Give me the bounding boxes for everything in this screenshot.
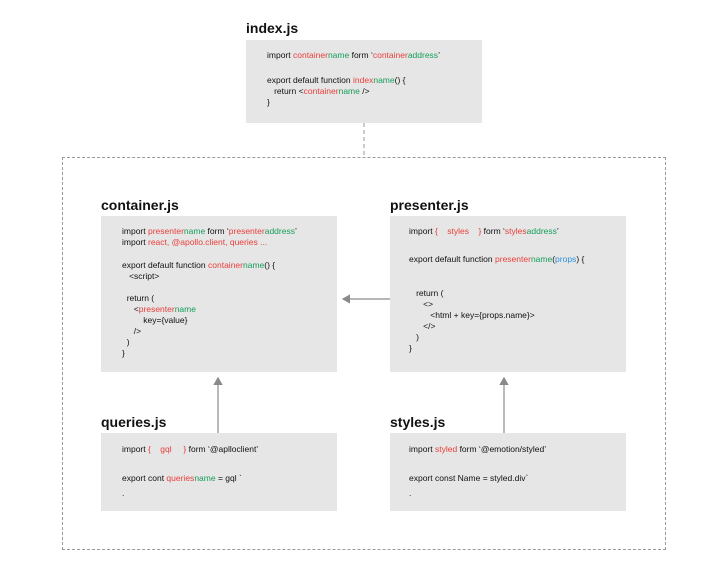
- queries-code-line-2: export cont queriesname = gql `: [122, 473, 242, 483]
- presenter-code-line-2: export default function presentername(pr…: [409, 254, 585, 264]
- queries-code-line-3: .: [122, 488, 125, 498]
- styles-title: styles.js: [390, 414, 446, 430]
- queries-code-box: import { gql } form ‘@aplloclient’ expor…: [101, 433, 337, 511]
- presenter-code-line-5: <html + key={props.name}>: [409, 310, 535, 320]
- index-code-line-2: export default function indexname() {: [267, 75, 406, 85]
- container-code-box: import presentername form ‘presenteraddr…: [101, 216, 337, 372]
- styles-code-line-2: export const Name = styled.div`: [409, 473, 529, 483]
- container-title: container.js: [101, 197, 179, 213]
- index-title: index.js: [246, 20, 299, 36]
- container-code-line-8: />: [122, 326, 142, 336]
- presenter-title: presenter.js: [390, 197, 469, 213]
- container-code-line-3: export default function containername() …: [122, 260, 276, 270]
- presenter-code-line-4: <>: [409, 299, 434, 309]
- presenter-code-box: import { styles } form ‘stylesaddress’ e…: [390, 216, 626, 372]
- container-code-line-1: import presentername form ‘presenteraddr…: [122, 226, 297, 236]
- container-code-line-5: return (: [122, 293, 155, 303]
- container-code-line-9: ): [122, 337, 130, 347]
- index-code-line-3: return <containername />: [267, 86, 370, 96]
- container-code-line-4: <script>: [122, 271, 160, 281]
- presenter-code-line-7: ): [409, 332, 419, 342]
- styles-code-box: import styled form ‘@emotion/styled’ exp…: [390, 433, 626, 511]
- container-code-line-6: <presentername: [122, 304, 196, 314]
- container-code-line-7: key={value}: [122, 315, 188, 325]
- presenter-code-line-3: return (: [409, 288, 444, 298]
- index-code-line-4: }: [267, 97, 270, 107]
- presenter-code-line-8: }: [409, 343, 412, 353]
- styles-code-line-3: .: [409, 488, 412, 498]
- index-code-line-1: import containername form ‘containeraddr…: [267, 50, 440, 60]
- presenter-code-line-6: </>: [409, 321, 436, 331]
- module-group-frame: [62, 157, 666, 550]
- container-code-line-2: import react, @apollo.client, queries ..…: [122, 237, 268, 247]
- styles-code-line-1: import styled form ‘@emotion/styled’: [409, 444, 547, 454]
- container-code-line-10: }: [122, 348, 125, 358]
- queries-code-line-1: import { gql } form ‘@aplloclient’: [122, 444, 259, 454]
- queries-title: queries.js: [101, 414, 167, 430]
- presenter-code-line-1: import { styles } form ‘stylesaddress’: [409, 226, 559, 236]
- index-code-box: import containername form ‘containeraddr…: [246, 40, 482, 123]
